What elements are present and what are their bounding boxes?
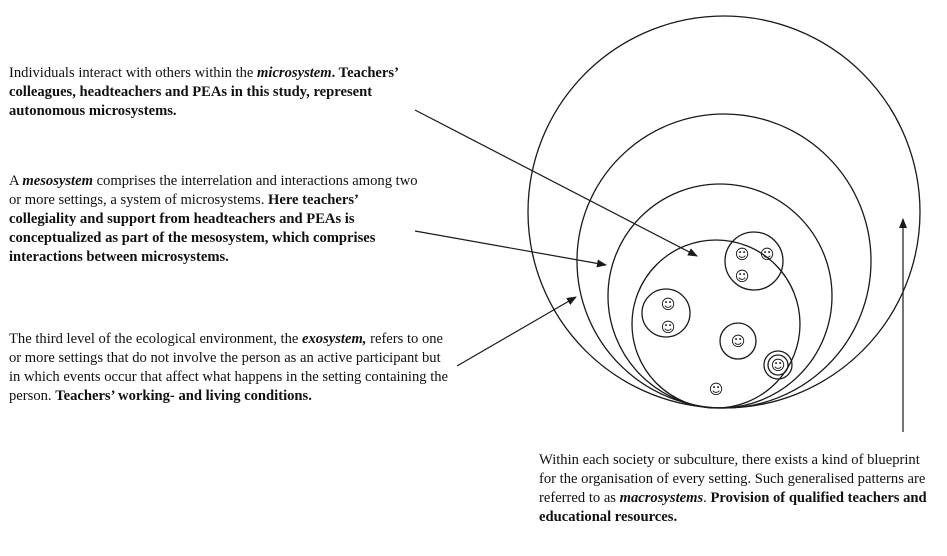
- person-smiley-icon: ☺: [661, 320, 676, 336]
- microsystem-cluster-left: [641, 288, 691, 338]
- macrosystem-term: macrosystems: [619, 490, 704, 506]
- mesosystem-arrow: [414, 230, 607, 268]
- microsystem-term: microsystem: [257, 65, 332, 81]
- exosystem-term: exosystem,: [302, 331, 367, 347]
- person-smiley-icon: ☺: [661, 297, 676, 313]
- person-smiley-icon: ☺: [731, 334, 746, 350]
- person-smiley-icon: ☺: [760, 247, 775, 263]
- microsystem-description: Individuals interact with others within …: [9, 65, 398, 119]
- microsystem-cluster-center: [719, 322, 757, 360]
- mesosystem-inner-circle: [631, 239, 801, 409]
- macrosystem-circle: [527, 15, 921, 409]
- microsystem-arrow: [414, 109, 698, 257]
- exosystem-arrow: [456, 296, 577, 367]
- microsystem-cluster-small: [763, 350, 793, 380]
- exosystem-description: The third level of the ecological enviro…: [9, 331, 449, 404]
- mesosystem-term: mesosystem: [22, 173, 93, 189]
- person-smiley-icon: ☺: [735, 269, 750, 285]
- mesosystem-description: A mesosystem comprises the interrelation…: [9, 173, 418, 265]
- microsystem-cluster-small-inner: [767, 354, 789, 376]
- macrosystem-description: Within each society or subculture, there…: [539, 452, 927, 525]
- person-smiley-icon: ☺: [771, 358, 786, 374]
- person-smiley-icon: ☺: [709, 382, 724, 398]
- person-smiley-icon: ☺: [735, 247, 750, 263]
- mesosystem-outer-circle: [607, 183, 833, 409]
- microsystem-cluster-large: [724, 231, 784, 291]
